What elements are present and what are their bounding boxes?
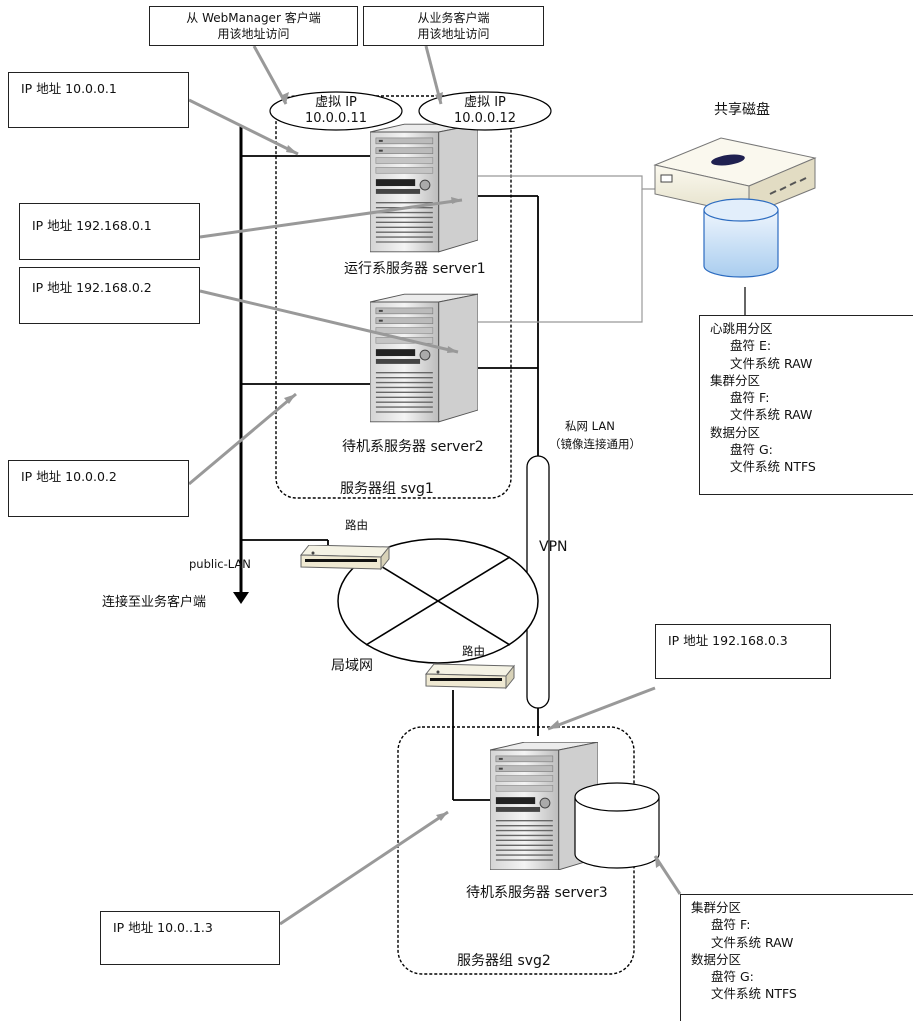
webmanager-callout-line1: 从 WebManager 客户端 [186,11,321,25]
server3-local-disk-icon [574,782,660,869]
virtual-ip-2: 虚拟 IP 10.0.0.12 [435,95,535,128]
private-lan-label: 私网 LAN [565,419,615,433]
public-lan-arrowhead [233,592,249,604]
server-group-svg1-label: 服务器组 svg1 [340,481,434,497]
webmanager-callout-line2: 用该地址访问 [217,27,290,42]
business-callout-line2: 用该地址访问 [417,27,490,42]
local-partition-line: 文件系统 NTFS [711,986,797,1002]
server-group-svg1-border [275,95,512,499]
shared-partition-line: 盘符 E: [730,338,772,354]
router-1-label: 路由 [345,518,368,532]
local-partition-line: 文件系统 RAW [711,934,794,950]
ip-box-192-168-0-1: IP 地址 192.168.0.1 [19,203,200,260]
router-1-icon [300,545,390,570]
virtual-ip-1: 虚拟 IP 10.0.0.11 [286,95,386,128]
vip2-ellipse [418,91,552,131]
shared-disk-label: 共享磁盘 [714,102,770,118]
shared-disk-cylinder-icon [703,198,779,278]
business-callout-line1: 从业务客户端 [417,11,490,25]
server2-label: 待机系服务器 server2 [342,439,484,455]
ip-box-192-168-0-2: IP 地址 192.168.0.2 [19,267,200,324]
vpn-tunnel [526,455,550,709]
wan-label: 局域网 [331,658,373,674]
webmanager-access-callout: 从 WebManager 客户端 用该地址访问 [149,6,358,46]
virtual-ip-1-label: 虚拟 IP [315,95,357,110]
local-partition-line: 盘符 F: [711,917,751,933]
vpn-label: VPN [539,539,568,555]
ip-box-10-0-0-2: IP 地址 10.0.0.2 [8,460,189,517]
business-access-callout: 从业务客户端 用该地址访问 [363,6,544,46]
server1-icon [370,123,478,253]
local-partition-line: 集群分区 [691,900,742,915]
router-2-label: 路由 [462,644,485,658]
shared-partition-line: 心跳用分区 [710,321,773,336]
server-group-svg2-border [397,726,635,975]
router-2-icon [425,664,515,689]
shared-partition-line: 集群分区 [710,372,761,388]
virtual-ip-1-address: 10.0.0.11 [304,111,368,127]
virtual-ip-2-address: 10.0.0.12 [453,111,517,127]
shared-partition-line: 文件系统 RAW [730,407,813,423]
link-server2-disk [478,189,643,323]
server3-label: 待机系服务器 server3 [466,885,608,901]
local-partition-line: 数据分区 [691,951,742,967]
vip1-ellipse [269,91,403,131]
ip-box-192-168-0-3: IP 地址 192.168.0.3 [655,624,831,679]
ip-box-10-0-1-3: IP 地址 10.0..1.3 [100,911,280,965]
private-lan-note: （镜像连接通用） [549,437,641,451]
link-server1-disk [478,175,655,190]
server-group-svg2-label: 服务器组 svg2 [457,953,551,969]
shared-partition-line: 盘符 F: [730,390,770,405]
shared-partition-line: 文件系统 RAW [730,355,813,371]
virtual-ip-2-label: 虚拟 IP [464,95,506,110]
ip-box-10-0-0-1: IP 地址 10.0.0.1 [8,72,189,128]
local-partition-line: 盘符 G: [711,969,754,984]
server2-icon [370,293,478,423]
shared-partition-line: 盘符 G: [730,441,773,457]
server1-label: 运行系服务器 server1 [344,261,486,277]
shared-partition-line: 数据分区 [710,424,761,440]
public-lan-label: public-LAN [189,557,251,571]
shared-partition-line: 文件系统 NTFS [730,459,816,474]
to-business-clients-label: 连接至业务客户端 [102,595,207,610]
